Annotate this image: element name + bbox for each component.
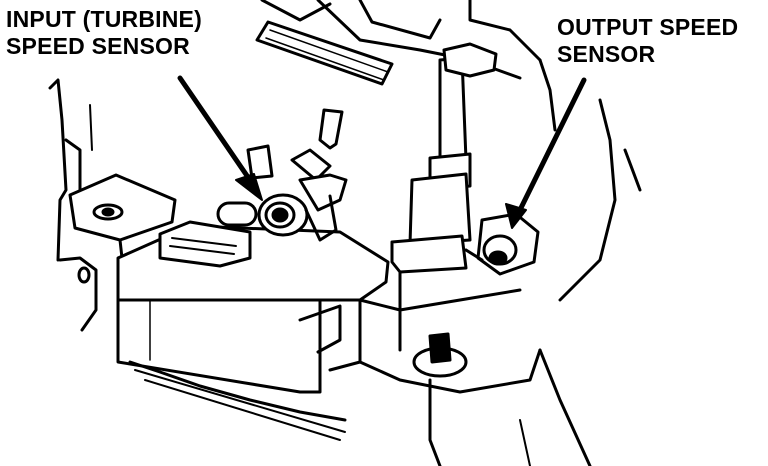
left-bracket	[48, 78, 177, 332]
output-sensor-label: OUTPUT SPEED SENSOR	[557, 14, 738, 68]
input-sensor-label-line2: SPEED SENSOR	[6, 33, 190, 59]
input-speed-sensor	[246, 108, 348, 242]
valve-body	[116, 224, 390, 441]
output-speed-sensor	[464, 212, 540, 276]
input-sensor-label-line1: INPUT (TURBINE)	[6, 6, 202, 32]
lower-housing	[358, 288, 592, 466]
input-sensor-arrow	[177, 75, 263, 201]
electrical-connector	[158, 201, 258, 268]
ribbed-strip	[255, 20, 394, 86]
manual-shaft	[390, 42, 498, 352]
input-sensor-label: INPUT (TURBINE) SPEED SENSOR	[6, 6, 202, 60]
output-sensor-arrow	[505, 77, 587, 229]
output-sensor-label-line2: SENSOR	[557, 41, 656, 67]
output-sensor-label-line1: OUTPUT SPEED	[557, 14, 739, 40]
